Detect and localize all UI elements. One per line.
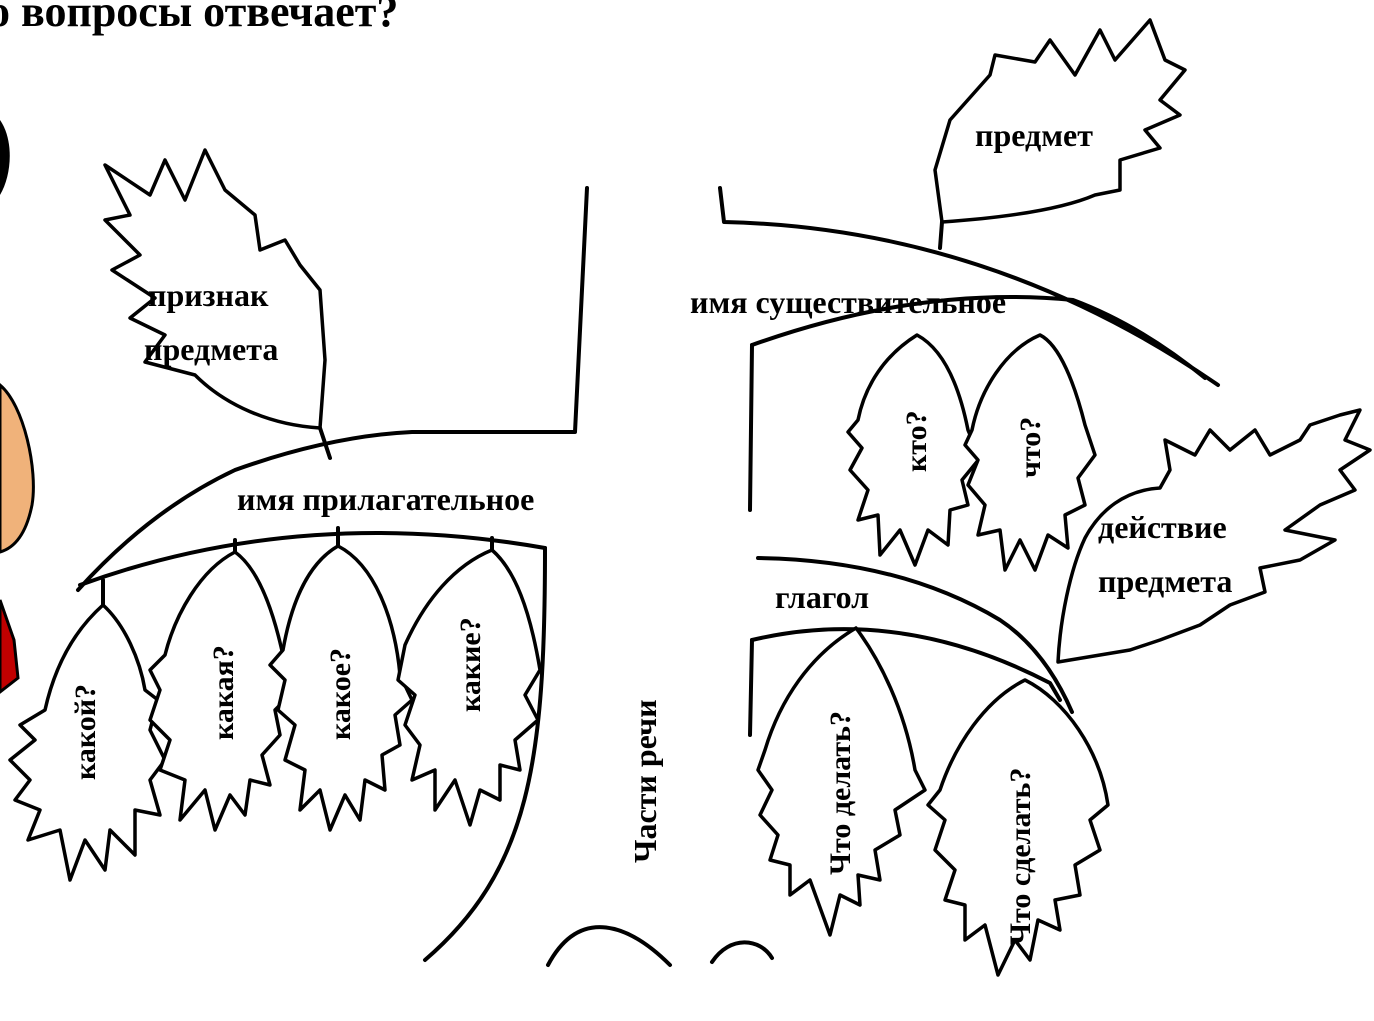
noun-question-leaves: кто? что? [846,333,1097,572]
verb-trunk-segment [748,638,754,737]
question-leaf-kakoe-label: какое? [324,648,357,740]
question-leaf-kakie-shape [396,548,542,827]
verb-branch-label: глагол [775,579,869,615]
verb-branch-upper-line [756,556,1074,714]
question-leaf-chto-sdelat: Что сделать? [926,678,1110,977]
verb-branch: глагол [748,556,1074,737]
question-leaf-kakie-label: какие? [454,617,487,712]
question-leaf-kakaya-label: какая? [207,645,240,740]
question-leaf-kto-shape [846,333,982,567]
adjective-branch-label: имя прилагательное [237,481,534,517]
trunk-label: Части речи [627,699,663,863]
character-hair [0,120,10,195]
noun-branch-line [750,295,1207,380]
verb-crown-label-line-2: предмета [1098,563,1232,599]
noun-crown-label: предмет [975,117,1093,153]
adjective-question-leaves: какой? какая? какое? какие? [8,544,542,882]
question-leaf-kakoe-shape [268,544,414,832]
question-leaf-kto: кто? [846,333,982,567]
character-clothing [0,599,20,694]
adjective-crown-leaf: признак предмета [103,148,327,430]
question-leaf-chto-sdelat-label: Что сделать? [1004,768,1037,945]
root-left [546,925,672,967]
question-leaf-chto: что? [963,333,1097,572]
question-leaf-kakoy-label: какой? [69,684,102,780]
question-leaf-kto-label: кто? [900,410,933,472]
verb-crown-leaf: действие предмета [1056,408,1372,664]
noun-crown-stem [938,220,944,250]
question-leaf-kakaya: какая? [148,550,297,832]
adjective-crown-label-line-2: предмета [144,331,278,367]
left-trunk-edge [76,186,589,592]
question-leaf-kakaya-shape [148,550,297,832]
adjective-branch: имя прилагательное [78,426,547,607]
question-leaf-chto-delat: Что делать? [756,626,927,937]
question-leaf-kakoe: какое? [268,544,414,832]
right-trunk-segment [748,343,754,512]
verb-crown-leaf-shape [1056,408,1372,664]
verb-question-leaves: Что делать? Что сделать? [756,626,1110,977]
adjective-crown-stem [318,426,332,460]
adjective-crown-label-line-1: признак [148,277,269,313]
character-illustration [0,120,35,694]
question-leaf-kakoy: какой? [8,603,167,882]
noun-crown-leaf-shape [933,18,1187,224]
question-leaf-chto-label: что? [1014,417,1047,478]
question-leaf-chto-delat-label: Что делать? [824,711,857,875]
left-trunk-lower [423,546,547,962]
adjective-leaf-stems [101,526,494,607]
root-right [710,940,774,964]
noun-crown-leaf: предмет [933,18,1187,224]
adjective-branch-line [78,530,547,587]
noun-branch: имя существительное [690,220,1207,380]
question-leaf-kakoy-shape [8,603,167,882]
right-trunk-edge [718,186,1220,387]
noun-branch-label: имя существительное [690,284,1006,320]
character-arm [0,383,35,554]
verb-branch-lower-line [750,627,1062,702]
question-leaf-chto-sdelat-shape [926,678,1110,977]
question-leaf-chto-shape [963,333,1097,572]
tree-trunk [76,186,1220,967]
adjective-crown-leaf-shape [103,148,327,430]
header-title: о вопросы отвечает? [0,0,398,36]
verb-crown-label-line-1: действие [1098,509,1227,545]
question-leaf-chto-delat-shape [756,626,927,937]
question-leaf-kakie: какие? [396,548,542,827]
